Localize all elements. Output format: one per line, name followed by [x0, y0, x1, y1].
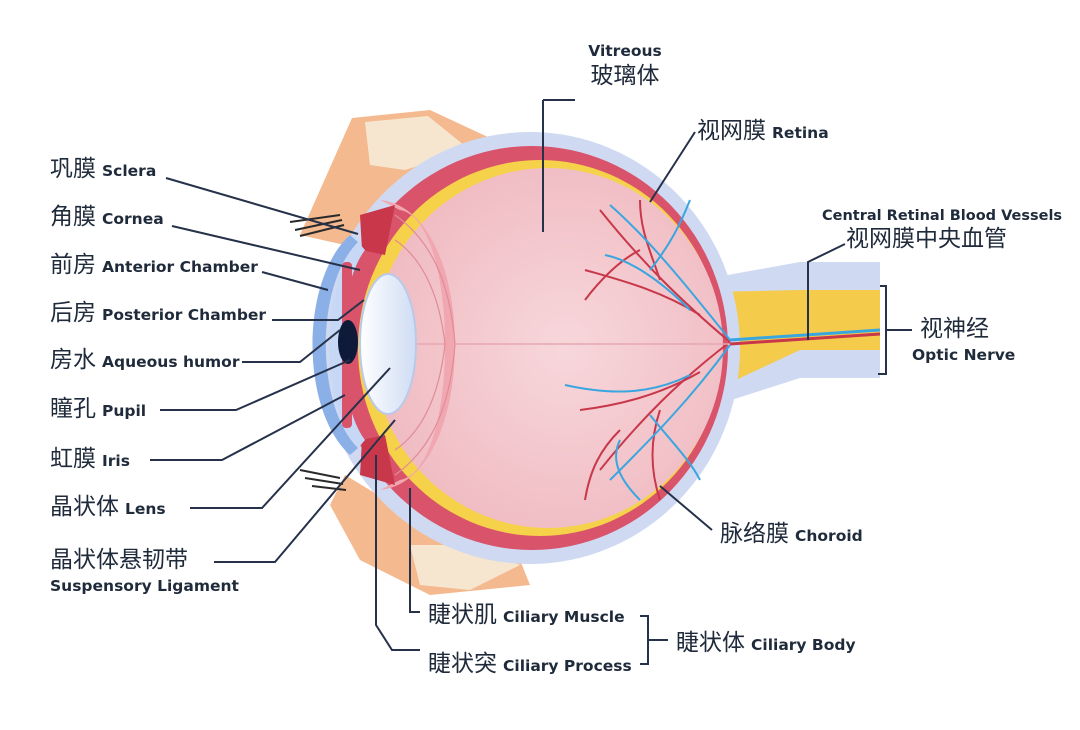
label-aqueous-humor-en: Aqueous humor — [102, 353, 240, 371]
label-ciliary-muscle: 睫状肌 Ciliary Muscle — [428, 604, 625, 627]
lens — [359, 273, 417, 415]
label-lens-en: Lens — [125, 500, 166, 518]
label-ciliary-muscle-en: Ciliary Muscle — [503, 608, 625, 626]
pupil — [338, 320, 358, 364]
central-vessel-blue — [729, 328, 881, 342]
label-sclera: 巩膜 Sclera — [50, 158, 156, 181]
label-retina-en: Retina — [772, 124, 829, 142]
label-iris-zh: 虹膜 — [50, 446, 96, 472]
label-iris: 虹膜 Iris — [50, 448, 130, 471]
label-lens-zh: 晶状体 — [50, 494, 119, 520]
eyelashes — [289, 214, 347, 491]
label-ciliary-muscle-zh: 睫状肌 — [428, 602, 497, 628]
label-lens: 晶状体 Lens — [50, 496, 166, 519]
label-ciliary-body-zh: 睫状体 — [676, 630, 745, 656]
label-posterior-chamber-zh: 后房 — [50, 300, 96, 326]
label-iris-en: Iris — [102, 452, 130, 470]
label-posterior-chamber: 后房 Posterior Chamber — [50, 302, 266, 325]
label-aqueous-humor: 房水 Aqueous humor — [50, 349, 239, 372]
vitreous-body — [373, 168, 723, 528]
label-central-vessels: Central Retinal Blood Vessels 视网膜中央血管 — [822, 208, 1063, 252]
label-aqueous-humor-zh: 房水 — [50, 347, 96, 373]
label-suspensory-ligament-zh: 晶状体悬韧带 — [50, 547, 188, 573]
label-optic-nerve-en: Optic Nerve — [912, 346, 1016, 364]
label-optic-nerve: 视神经 Optic Nerve — [912, 318, 1015, 364]
label-sclera-en: Sclera — [102, 162, 157, 180]
retinal-vessels-blue — [564, 199, 731, 501]
label-ciliary-process: 睫状突 Ciliary Process — [428, 653, 632, 676]
label-suspensory-ligament-en: Suspensory Ligament — [50, 577, 239, 595]
label-suspensory-ligament: 晶状体悬韧带 Suspensory Ligament — [50, 549, 239, 595]
label-pupil: 瞳孔 Pupil — [50, 398, 146, 421]
label-vitreous: Vitreous 玻璃体 — [585, 42, 665, 89]
label-anterior-chamber: 前房 Anterior Chamber — [50, 254, 258, 277]
label-anterior-chamber-zh: 前房 — [50, 252, 96, 278]
ciliary-muscle-top — [360, 205, 395, 255]
label-retina-zh: 视网膜 — [697, 118, 766, 144]
label-posterior-chamber-en: Posterior Chamber — [102, 306, 267, 324]
label-central-vessels-zh: 视网膜中央血管 — [846, 225, 1007, 252]
label-choroid-zh: 脉络膜 — [720, 521, 789, 547]
zonule-fibers — [394, 214, 456, 476]
label-pupil-zh: 瞳孔 — [50, 396, 96, 422]
label-central-vessels-en: Central Retinal Blood Vessels — [822, 208, 1063, 224]
label-ciliary-body-en: Ciliary Body — [751, 636, 856, 654]
label-choroid: 脉络膜 Choroid — [720, 523, 863, 546]
central-vessel-red — [729, 332, 881, 346]
anterior-chamber — [329, 242, 365, 448]
label-retina: 视网膜 Retina — [697, 120, 829, 143]
label-cornea-zh: 角膜 — [50, 204, 96, 230]
label-ciliary-process-zh: 睫状突 — [428, 651, 497, 677]
label-vitreous-zh: 玻璃体 — [590, 62, 660, 89]
label-ciliary-process-en: Ciliary Process — [503, 657, 632, 675]
ciliary-muscle-bottom — [360, 435, 395, 485]
label-optic-nerve-zh: 视神经 — [920, 316, 989, 342]
label-cornea: 角膜 Cornea — [50, 206, 164, 229]
cornea — [312, 235, 358, 455]
label-sclera-zh: 巩膜 — [50, 156, 96, 182]
label-choroid-en: Choroid — [795, 527, 863, 545]
leader-lines — [150, 99, 912, 665]
label-cornea-en: Cornea — [102, 210, 164, 228]
label-pupil-en: Pupil — [102, 402, 147, 420]
label-anterior-chamber-en: Anterior Chamber — [102, 258, 258, 276]
label-vitreous-en: Vitreous — [588, 42, 662, 60]
label-ciliary-body: 睫状体 Ciliary Body — [676, 632, 856, 655]
